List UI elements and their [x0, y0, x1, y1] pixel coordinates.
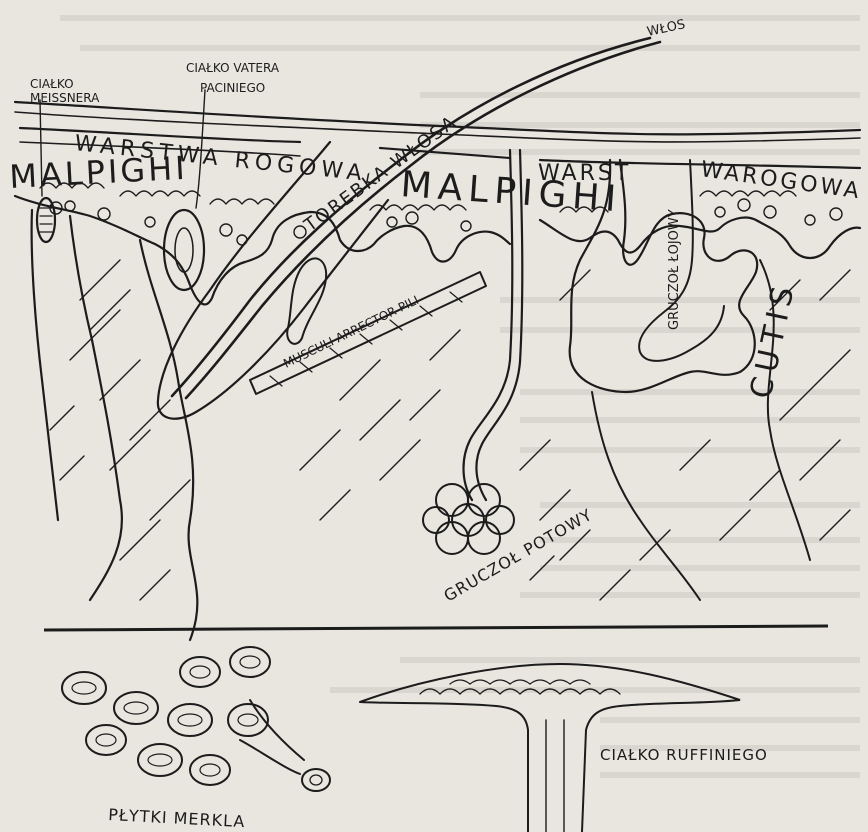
pacini-inner	[175, 228, 193, 272]
merkel-nerve-terminal	[302, 769, 330, 791]
label-malpighi-left: MALPIGHI	[8, 149, 188, 196]
dermis-left-edge	[32, 210, 58, 520]
label-cialko-vater-2: PACINIEGO	[200, 81, 265, 95]
epidermis-boundary-right	[540, 218, 860, 258]
label-warst: WARST	[538, 161, 631, 186]
merkel-nerve-fiber	[240, 700, 304, 774]
meissner-lines	[40, 208, 52, 232]
figure-separator	[44, 626, 828, 630]
label-cialko-meissnera-2: MEISSNERA	[30, 91, 100, 105]
label-cialko-vater-1: CIAŁKO VATERA	[186, 61, 280, 75]
label-cialko-ruffiniego: CIAŁKO RUFFINIEGO	[600, 746, 768, 764]
label-cialko-meissnera-1: CIAŁKO	[30, 77, 74, 91]
epidermis-boundary	[15, 196, 510, 304]
pacini-corpuscle	[164, 210, 204, 290]
dermis-connective-2	[140, 240, 197, 640]
ruffini-stem-inner	[546, 720, 564, 832]
label-musculi-arrector: MUSCULI ARRECTOR PILI	[281, 293, 421, 371]
merkel-nerve-terminal-inner	[310, 775, 322, 785]
label-gruczol-lojowy: GRUCZOŁ ŁOJOWY	[667, 209, 682, 330]
labels: CIAŁKO MEISSNERA CIAŁKO VATERA PACINIEGO…	[8, 17, 863, 831]
label-gruczol-potowy: GRUCZOŁ POTOWY	[441, 505, 596, 606]
arrector-pili-muscle	[250, 272, 486, 394]
label-cutis: CUTIS	[744, 278, 803, 402]
dermis-hatching	[50, 260, 850, 600]
bottom-illustrations	[62, 647, 740, 832]
dermis-papilla-connective	[70, 216, 122, 600]
label-warstwa-rogowa-right: WAROGOWA	[699, 157, 863, 204]
merkel-discs	[62, 647, 270, 785]
sweat-gland-coil	[423, 484, 514, 554]
label-plytki-merkla: PŁYTKI MERKLA	[108, 805, 246, 831]
arrector-hatch	[270, 292, 462, 386]
